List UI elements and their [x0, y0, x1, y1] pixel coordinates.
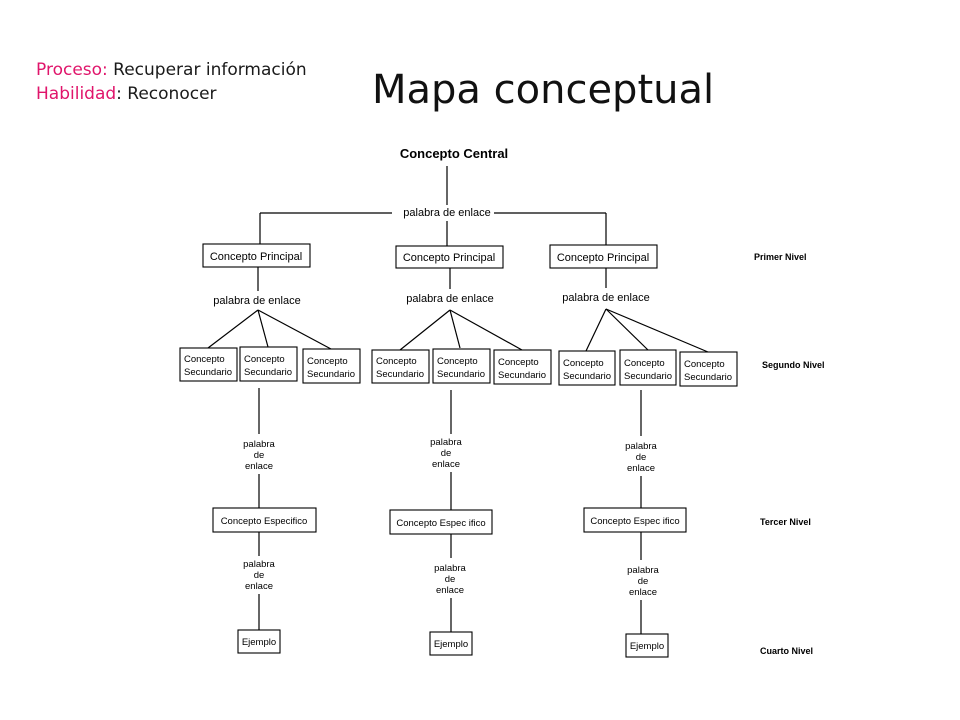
secondary-line2: Secundario	[307, 369, 355, 380]
secondary-line2: Secundario	[563, 371, 611, 382]
example-label: Ejemplo	[242, 637, 276, 648]
skill-line: Habilidad: Reconocer	[36, 82, 307, 106]
specific-concept: Concepto Espec ifico	[590, 516, 679, 527]
secondary-line1: Concepto	[684, 359, 725, 370]
slide-meta: Proceso: Recuperar información Habilidad…	[36, 58, 307, 106]
central-concept: Concepto Central	[400, 146, 508, 161]
secondary-line2: Secundario	[244, 367, 292, 378]
secondary-line1: Concepto	[376, 356, 417, 367]
secondary-line2: Secundario	[437, 369, 485, 380]
level-label-2: Segundo Nivel	[762, 360, 825, 370]
principal-concept-box	[549, 244, 658, 269]
process-label: Proceso:	[36, 60, 108, 80]
specific-concept-box	[583, 507, 687, 533]
link-word: de	[254, 570, 265, 581]
principal-concept: Concepto Principal	[210, 251, 302, 263]
secondary-line1: Concepto	[244, 354, 285, 365]
link-word: palabra de enlace	[562, 292, 649, 304]
secondary-line2: Secundario	[684, 372, 732, 383]
secondary-line1: Concepto	[624, 358, 665, 369]
link-word: enlace	[627, 463, 655, 474]
example-box	[429, 631, 473, 656]
link-word: palabra de enlace	[213, 295, 300, 307]
link-word: palabra	[430, 437, 462, 448]
principal-concept: Concepto Principal	[557, 252, 649, 264]
link-word: palabra	[625, 441, 657, 452]
link-word: de	[445, 574, 456, 585]
secondary-concept-box	[493, 349, 552, 385]
process-line: Proceso: Recuperar información	[36, 58, 307, 82]
branch-right: Concepto Principal palabra de enlace Con…	[549, 244, 738, 658]
example-box	[625, 633, 669, 658]
secondary-line1: Concepto	[307, 356, 348, 367]
secondary-concept-box	[558, 350, 616, 386]
secondary-line2: Secundario	[376, 369, 424, 380]
example-box	[237, 629, 281, 654]
link-word: enlace	[432, 459, 460, 470]
secondary-concept-box	[432, 348, 491, 384]
secondary-concept-box	[371, 349, 430, 384]
secondary-line1: Concepto	[184, 354, 225, 365]
level-label-1: Primer Nivel	[754, 252, 807, 262]
secondary-line1: Concepto	[437, 356, 478, 367]
secondary-concept-box	[179, 347, 238, 382]
specific-concept: Concepto Espec ifico	[396, 518, 485, 529]
secondary-line1: Concepto	[498, 357, 539, 368]
branch-left: Concepto Principal palabra de enlace Con…	[179, 243, 361, 654]
secondary-concept-box	[302, 348, 361, 384]
example-label: Ejemplo	[630, 641, 664, 652]
secondary-concept-box	[679, 351, 738, 387]
specific-concept-box	[212, 507, 317, 533]
link-word: palabra	[243, 439, 275, 450]
example-label: Ejemplo	[434, 639, 468, 650]
slide-title: Mapa conceptual	[372, 67, 715, 113]
top-link-word: palabra de enlace	[403, 207, 490, 219]
skill-label: Habilidad	[36, 84, 117, 104]
secondary-line1: Concepto	[563, 358, 604, 369]
secondary-line2: Secundario	[498, 370, 546, 381]
link-word: palabra	[243, 559, 275, 570]
principal-concept-box	[202, 243, 311, 268]
link-word: de	[441, 448, 452, 459]
specific-concept-box	[389, 509, 493, 535]
link-word: enlace	[629, 587, 657, 598]
link-word: de	[636, 452, 647, 463]
specific-concept: Concepto Especifico	[221, 516, 308, 527]
link-word: enlace	[245, 461, 273, 472]
level-label-4: Cuarto Nivel	[760, 646, 813, 656]
link-word: palabra	[434, 563, 466, 574]
link-word: enlace	[436, 585, 464, 596]
secondary-concept-box	[619, 349, 677, 386]
secondary-line2: Secundario	[184, 367, 232, 378]
secondary-line2: Secundario	[624, 371, 672, 382]
secondary-concept-box	[239, 346, 298, 382]
link-word: palabra	[627, 565, 659, 576]
principal-concept: Concepto Principal	[403, 252, 495, 264]
link-word: palabra de enlace	[406, 293, 493, 305]
skill-value: : Reconocer	[116, 84, 217, 104]
level-label-3: Tercer Nivel	[760, 517, 811, 527]
link-word: de	[254, 450, 265, 461]
branch-middle: Concepto Principal palabra de enlace Con…	[371, 245, 552, 656]
link-word: enlace	[245, 581, 273, 592]
link-word: de	[638, 576, 649, 587]
process-value: Recuperar información	[107, 60, 307, 80]
